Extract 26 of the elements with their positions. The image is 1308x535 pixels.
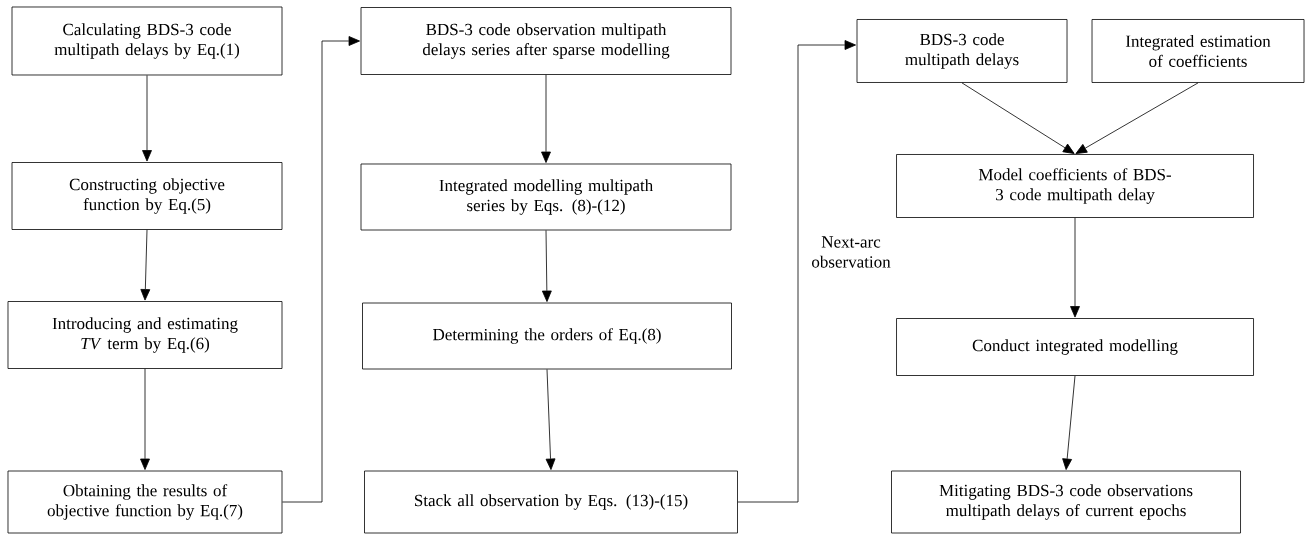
process-box: Integrated modelling multipath series by Eqs. (8)-(12) <box>360 163 732 231</box>
process-box: Conduct integrated modelling <box>896 318 1254 376</box>
arrow <box>541 230 552 302</box>
arrow <box>140 229 151 301</box>
arrow <box>541 74 551 163</box>
arrow <box>737 40 856 503</box>
arrow <box>1075 82 1199 154</box>
process-box: BDS-3 code observation multipath delays series after sparse modelling <box>360 7 732 75</box>
process-box: Stack all observation by Eqs. (13)-(15) <box>364 470 738 534</box>
process-box: Constructing objective function by Eq.(5) <box>11 162 283 230</box>
process-box: Calculating BDS-3 code multipath delays by Eq.(1) <box>11 6 283 76</box>
process-box: Introducing and estimating TV term by Eq.(6) <box>7 301 283 369</box>
edge-label: Next-arc observation <box>812 236 891 268</box>
arrow <box>140 368 150 470</box>
arrow <box>142 75 152 162</box>
process-box: Integrated estimation of coefficients <box>1091 19 1305 83</box>
process-box: Mitigating BDS-3 code observations multipath delays of current epochs <box>891 470 1241 534</box>
arrow <box>961 82 1075 154</box>
process-box: BDS-3 code multipath delays <box>856 19 1068 83</box>
arrow <box>545 369 556 470</box>
process-box: Determining the orders of Eq.(8) <box>362 302 732 370</box>
arrow <box>282 36 360 503</box>
arrow <box>1070 217 1080 318</box>
process-box: Model coefficients of BDS-3 code multipath delay <box>896 154 1254 218</box>
arrow <box>1062 375 1076 470</box>
process-box: Obtaining the results of objective function by Eq.(7) <box>7 470 283 534</box>
